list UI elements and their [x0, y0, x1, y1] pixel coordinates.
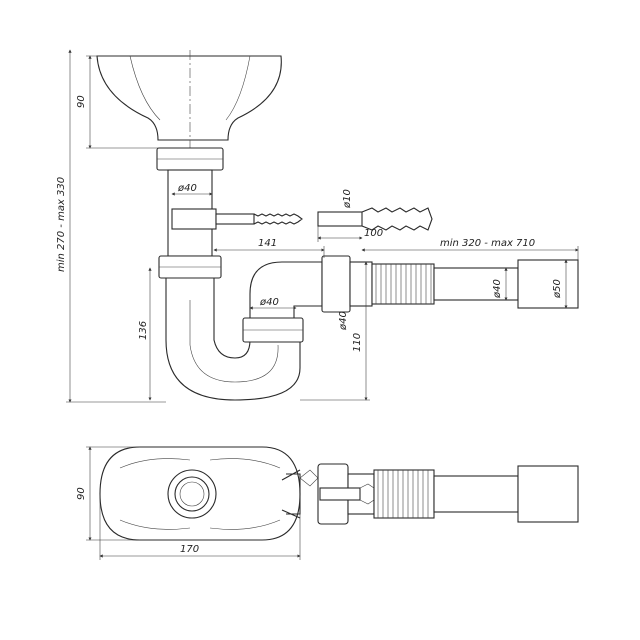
outlet-sleeve: [517, 259, 579, 309]
dim-plan-height: 90: [76, 487, 87, 500]
dim-funnel-height: 90: [76, 95, 87, 108]
plan-corrugated-hose: [373, 469, 435, 519]
plan-hose-smooth: [433, 475, 519, 513]
dim-pipe-diameter: ø40: [177, 183, 197, 194]
hose-smooth-section: [433, 267, 519, 301]
funnel-bowl: [96, 55, 282, 141]
elbow-pipe: [249, 261, 323, 319]
dim-trap-diameter: ø40: [259, 297, 279, 308]
side-dimensions: [66, 49, 579, 403]
horizontal-nut: [321, 255, 351, 313]
dim-trap-height: 136: [138, 321, 149, 340]
dim-outlet-diameter-1: ø40: [492, 279, 503, 299]
u-trap: [165, 277, 301, 401]
dim-outlet-diameter-2: ø50: [552, 279, 563, 299]
plan-outlet-sleeve: [517, 465, 579, 523]
dim-bolt-length: 100: [364, 228, 383, 239]
wall-plug: [317, 207, 433, 231]
dim-bolt-diameter: ø10: [342, 189, 353, 209]
side-view: 90 min 270 - max 330 ø40 ø10 100 141 min…: [56, 49, 579, 403]
fixing-bolt: [215, 213, 303, 225]
plan-view: 90 170: [76, 446, 579, 560]
overflow-bracket: [171, 208, 217, 230]
dim-hose-length: min 320 - max 710: [440, 238, 535, 249]
corrugated-hose: [371, 263, 435, 305]
dim-elbow-height: 110: [352, 333, 363, 352]
dim-total-height: min 270 - max 330: [56, 177, 67, 272]
drain-inner-circle: [174, 476, 210, 512]
dim-offset: 141: [258, 238, 277, 249]
dim-elbow-diameter: ø40: [338, 311, 349, 331]
dim-plan-width: 170: [180, 544, 199, 555]
